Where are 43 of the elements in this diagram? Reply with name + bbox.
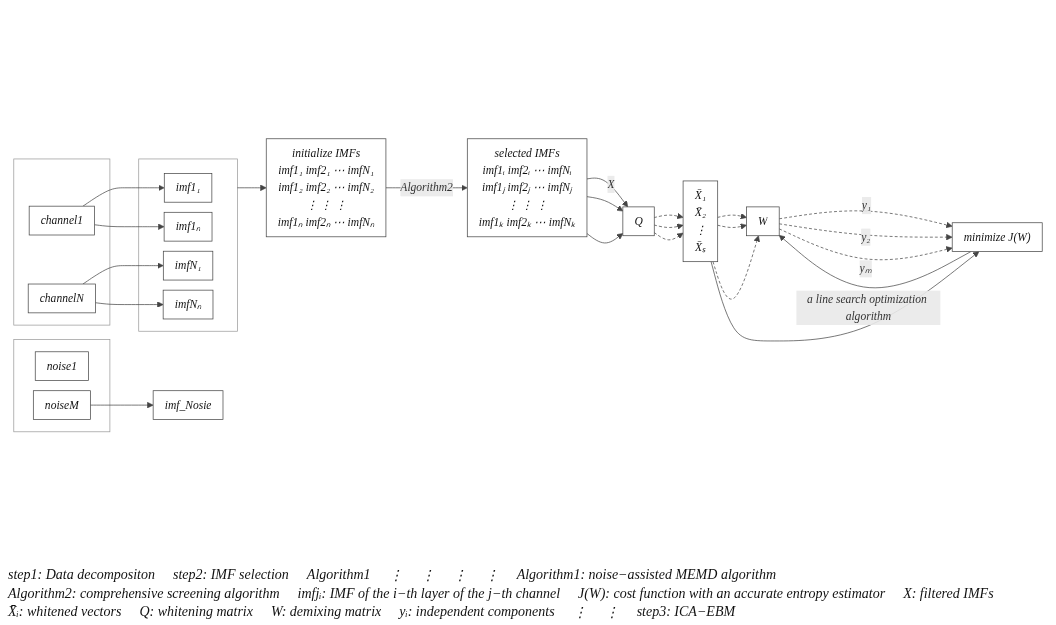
note-text: Q: whitening matrix: [139, 604, 253, 621]
note-text: ⋮: [572, 604, 587, 621]
node-box: minimize J(W): [951, 222, 1043, 253]
note-text: X̄ᵢ: whitened vectors: [8, 604, 122, 621]
node-box: imf1ₙ: [163, 212, 213, 242]
note-text: Algorithm1: noise−assisted MEMD algorithm: [516, 567, 777, 584]
node-box: noiseM: [32, 390, 91, 421]
node-box: W: [746, 206, 780, 237]
note-text: ⋮: [484, 567, 499, 584]
note-text: Algorithm2: comprehensive screening algorithm: [8, 586, 280, 602]
edge-label: yₘ: [859, 262, 872, 275]
cluster: [13, 339, 111, 433]
node-box: imf1₁: [163, 173, 213, 203]
note-text: ⋮: [452, 567, 467, 584]
edge-label: a line search optimization algorithm: [807, 292, 927, 323]
note-text: Algorithm1: [306, 567, 371, 584]
note-text: X: filtered IMFs: [903, 586, 994, 602]
note-text: step1: Data decompositon: [8, 567, 155, 584]
node-box: Q: [622, 206, 655, 237]
note-text: J(W): cost function with an accurate entropy estimator: [578, 586, 886, 602]
node-box: X̄₁ X̄₂ ⋮ X̄ₛ: [682, 180, 719, 263]
note-text: step3: ICA−EBM: [636, 604, 736, 621]
note-text: step2: IMF selection: [173, 567, 289, 584]
edge-label: X: [607, 178, 615, 191]
node-box: imfNₙ: [162, 290, 214, 320]
node-box: channel1: [28, 206, 95, 236]
node-box: noise1: [34, 351, 89, 382]
node-box: initialize IMFs imf1₁ imf2₁ ⋯ imfN₁ imf1₂ imf2₂ ⋯ imfN₂ ⋮ ⋮ ⋮ imf1ₙ imf2ₙ ⋯ imfNₙ: [265, 138, 387, 238]
node-box: imfN₁: [162, 251, 214, 281]
node-box: imf_Nosie: [152, 390, 224, 421]
cluster: [13, 158, 111, 326]
edge-label: y₂: [861, 230, 871, 244]
edge-label: Algorithm2: [400, 181, 453, 194]
note-text: yᵢ: independent components: [399, 604, 555, 621]
edge-label: y₁: [861, 199, 871, 212]
note-text: W: demixing matrix: [270, 604, 382, 621]
note-text: ⋮: [420, 567, 435, 584]
note-text: imfjᵢ: IMF of the i−th layer of the j−th channel: [297, 586, 561, 602]
node-box: selected IMFs imf1ᵢ imf2ᵢ ⋯ imfNᵢ imf1ⱼ imf2ⱼ ⋯ imfNⱼ ⋮ ⋮ ⋮ imf1ₖ imf2ₖ ⋯ imfNₖ: [466, 138, 588, 238]
note-text: ⋮: [604, 604, 619, 621]
note-text: ⋮: [388, 567, 403, 584]
node-box: channelN: [27, 283, 96, 314]
cluster: [138, 158, 238, 332]
